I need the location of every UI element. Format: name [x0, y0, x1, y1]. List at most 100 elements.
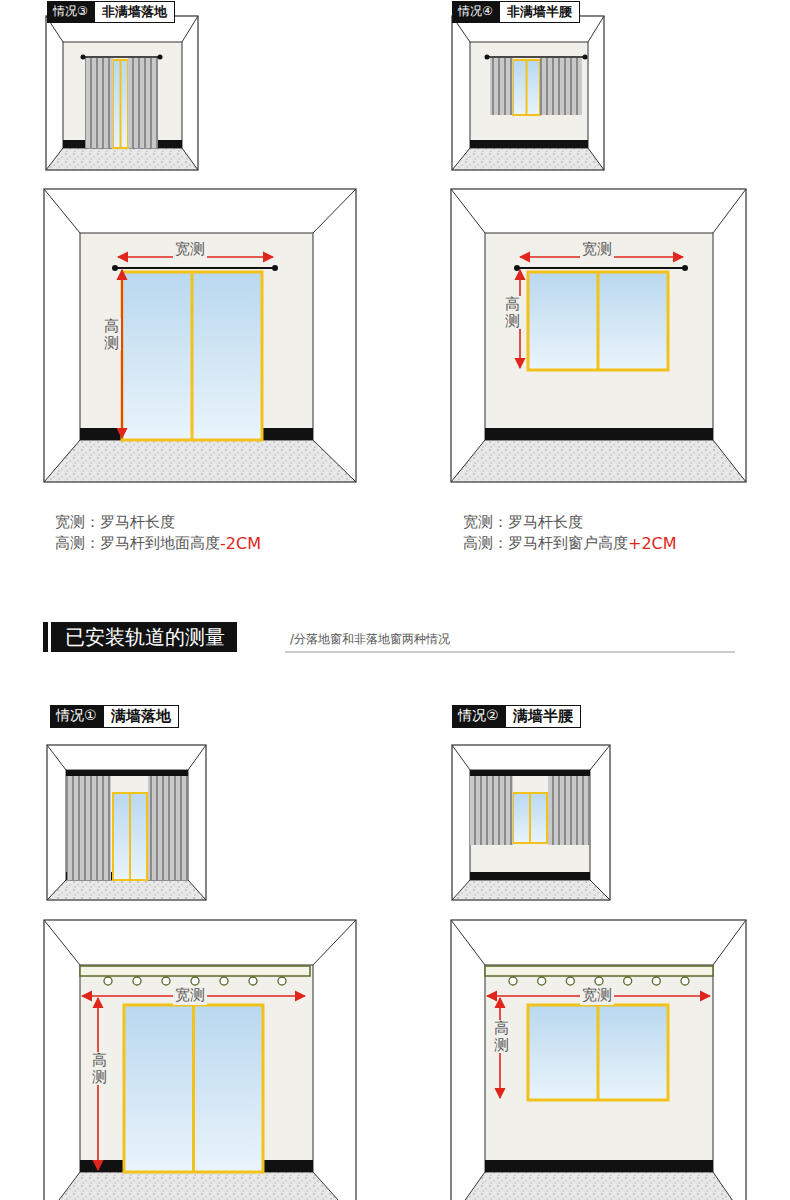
- room-edge: [44, 440, 80, 482]
- room-edge: [713, 440, 746, 482]
- room-edge: [46, 148, 63, 170]
- track-hook: [681, 977, 689, 985]
- track-hook: [278, 977, 286, 985]
- room-edge: [44, 1172, 80, 1200]
- case-number: 情况④: [452, 1, 499, 23]
- room-frame: [44, 189, 356, 482]
- track-hook: [191, 977, 199, 985]
- room-edge: [47, 745, 66, 770]
- window: [528, 272, 668, 370]
- window: [124, 1005, 263, 1172]
- back-wall: [485, 965, 713, 1172]
- back-wall: [80, 233, 313, 440]
- floor: [46, 148, 198, 170]
- width-label: 宽测: [580, 240, 614, 259]
- window-mullion: [120, 60, 122, 148]
- case-number: 情况③: [47, 1, 94, 23]
- baseboard: [80, 428, 122, 440]
- rod-end: [583, 55, 588, 60]
- room-outline: [44, 920, 356, 1200]
- caption-note: 宽测：罗马杆长度: [463, 513, 583, 532]
- window: [513, 60, 540, 115]
- width-label: 宽测: [173, 240, 207, 259]
- room-edge: [590, 745, 610, 770]
- room-outline: [46, 16, 198, 170]
- track-bar: [470, 770, 590, 776]
- room-edge: [452, 880, 470, 900]
- room-outline: [47, 745, 206, 900]
- section-title: 已安装轨道的测量: [43, 622, 237, 652]
- case-number: 情况①: [50, 705, 103, 728]
- rod-end: [158, 55, 163, 60]
- section-subtitle: /分落地窗和非落地窗两种情况: [290, 631, 450, 648]
- room-frame: [451, 920, 746, 1200]
- track-hook: [652, 977, 660, 985]
- adjustment-value: -2CM: [220, 534, 261, 553]
- room-outline: [452, 16, 604, 170]
- case-tab: 情况③非满墙落地: [47, 1, 175, 23]
- case-name: 非满墙落地: [94, 1, 175, 23]
- room-edge: [313, 1172, 356, 1200]
- baseboard: [470, 872, 590, 880]
- room-edge: [451, 1172, 485, 1200]
- room-edge: [588, 16, 604, 42]
- room-edge: [47, 880, 66, 900]
- room-edge: [713, 189, 746, 233]
- room-outline: [44, 189, 356, 482]
- room-edge: [452, 148, 470, 170]
- room-edge: [590, 880, 610, 900]
- roman-rod: [487, 56, 585, 58]
- curtain: [67, 776, 111, 880]
- track-bar: [66, 770, 188, 776]
- track-hook: [220, 977, 228, 985]
- floor: [44, 1172, 356, 1200]
- room-edge: [451, 440, 485, 482]
- track-hook: [566, 977, 574, 985]
- measure-arrow: [121, 270, 123, 438]
- back-wall: [80, 965, 313, 1172]
- room-frame: [47, 745, 206, 900]
- caption-note: 高测：罗马杆到窗户高度: [463, 534, 628, 553]
- height-label: 高测: [90, 1052, 109, 1085]
- curtain: [470, 776, 513, 845]
- floor: [44, 440, 356, 482]
- curtain: [148, 776, 188, 880]
- curtain-track: [485, 966, 713, 976]
- curtain: [490, 58, 513, 115]
- room-outline: [451, 189, 746, 482]
- room-outline: [451, 920, 746, 1200]
- height-label: 高测: [503, 296, 522, 329]
- track-hook: [104, 977, 112, 985]
- room-edge: [44, 920, 80, 965]
- curtain: [540, 58, 582, 115]
- curtain: [128, 58, 158, 148]
- room-frame: [451, 189, 746, 482]
- rod-end: [112, 265, 118, 271]
- window-mullion: [526, 60, 528, 115]
- window-mullion: [192, 1005, 195, 1172]
- back-wall: [485, 233, 713, 440]
- back-wall: [470, 770, 590, 880]
- width-label: 宽测: [580, 986, 614, 1005]
- height-label: 高测: [492, 1020, 511, 1053]
- roman-rod: [517, 267, 685, 269]
- window-mullion: [597, 272, 600, 370]
- case-tab: 情况②满墙半腰: [452, 705, 581, 728]
- track-hook: [133, 977, 141, 985]
- room-edge: [313, 440, 356, 482]
- case-name: 满墙落地: [103, 705, 179, 728]
- case-number: 情况②: [452, 705, 505, 728]
- room-edge: [451, 920, 485, 965]
- window: [113, 793, 147, 880]
- baseboard: [485, 1160, 713, 1172]
- curtain: [85, 58, 113, 148]
- window: [528, 1005, 668, 1100]
- window-mullion: [191, 272, 194, 440]
- floor: [452, 148, 604, 170]
- room-frame: [46, 16, 198, 170]
- floor: [452, 880, 610, 900]
- case-name: 非满墙半腰: [499, 1, 580, 23]
- room-frame: [44, 920, 356, 1200]
- curtain-track: [80, 966, 310, 976]
- roman-rod: [83, 56, 160, 58]
